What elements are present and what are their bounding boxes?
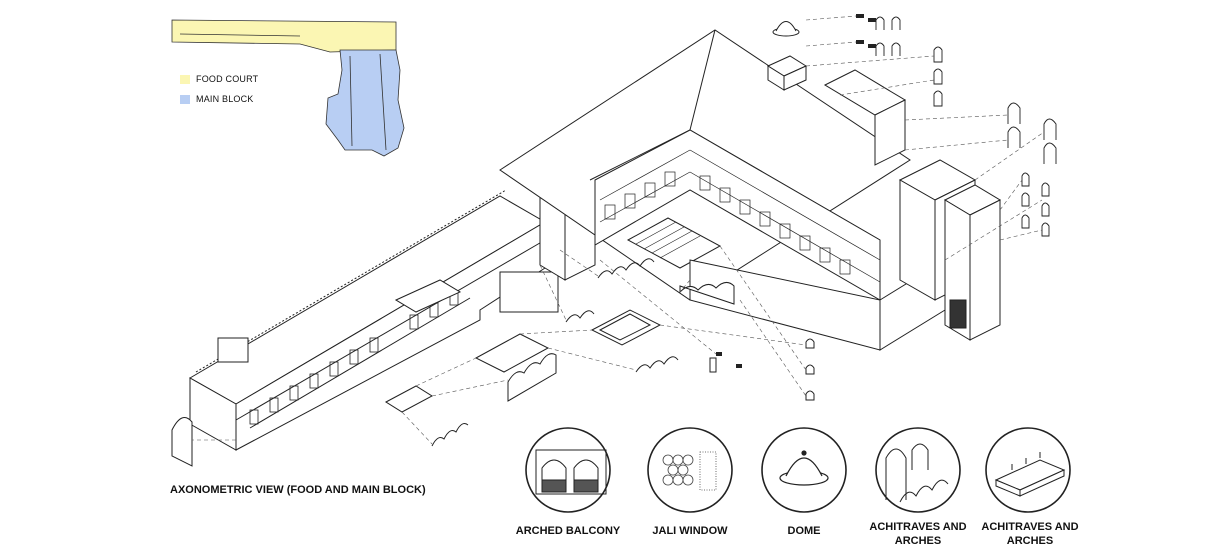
caption-dome: DOME xyxy=(787,525,821,537)
caption-jali-window: JALI WINDOW xyxy=(652,525,728,537)
legend-swatch-food-court xyxy=(180,74,190,84)
legend-food-court: FOOD COURT xyxy=(180,74,258,84)
caption-architraves-2: ACHITRAVES AND ARCHES xyxy=(981,521,1079,547)
architraves-arches-icon xyxy=(885,443,949,503)
jali-window-circle xyxy=(647,427,733,513)
axonometric-building xyxy=(171,14,1057,467)
architraves-plinth-icon xyxy=(994,452,1066,497)
legend-main-block: MAIN BLOCK xyxy=(180,94,254,104)
caption-architraves-1: ACHITRAVES AND ARCHES xyxy=(869,521,967,547)
jali-window-icon xyxy=(662,451,717,491)
legend-swatch-main-block xyxy=(180,94,190,104)
legend-label: MAIN BLOCK xyxy=(196,94,254,104)
key-plan xyxy=(171,19,405,157)
legend-label: FOOD COURT xyxy=(196,74,259,84)
dome-icon xyxy=(779,450,829,486)
main-caption: AXONOMETRIC VIEW (FOOD AND MAIN BLOCK) xyxy=(170,484,426,496)
arched-balcony-circle xyxy=(525,427,611,513)
main-block xyxy=(325,49,405,157)
architraves-arches-circle-1 xyxy=(875,427,961,513)
caption-arched-balcony: ARCHED BALCONY xyxy=(515,525,621,537)
arched-balcony-icon xyxy=(535,449,607,495)
